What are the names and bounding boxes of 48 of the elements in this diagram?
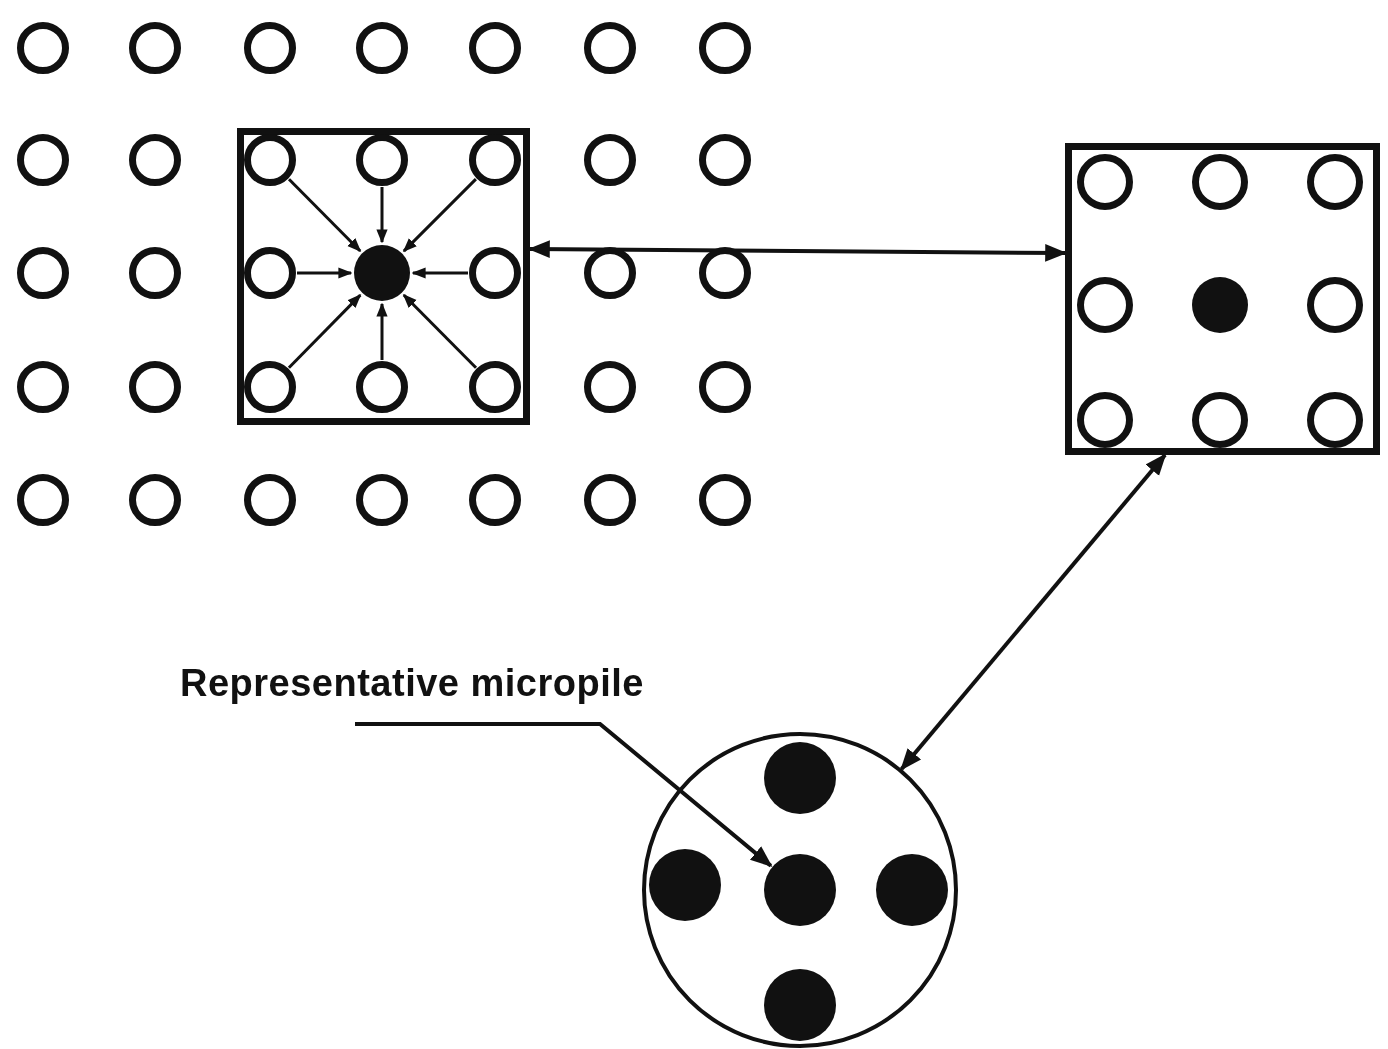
pile-circle [356,22,408,74]
pile-circle [1307,154,1363,210]
pile-circle [244,22,296,74]
pile-circle [17,247,69,299]
enlarged-view-circle [642,732,958,1048]
pile-circle [584,247,636,299]
pile-circle [17,474,69,526]
pile-circle [129,22,181,74]
pile-circle [244,134,296,186]
pile-circle [244,474,296,526]
pile-circle [1192,392,1248,448]
micropile-dot [354,245,410,301]
pile-circle [699,474,751,526]
pile-circle [699,134,751,186]
pile-circle [469,474,521,526]
pile-circle [699,22,751,74]
pile-circle [1077,154,1133,210]
pile-circle [584,22,636,74]
pile-circle [129,474,181,526]
callout-label: Representative micropile [180,662,644,705]
pile-circle [469,247,521,299]
pile-circle [356,134,408,186]
group-frame [237,128,530,425]
pile-circle [469,22,521,74]
pile-circle [699,247,751,299]
group-frame [1065,143,1380,455]
pile-circle [1307,392,1363,448]
pile-circle [584,134,636,186]
pile-circle [469,134,521,186]
pile-circle [17,134,69,186]
pile-circle [469,361,521,413]
pile-circle [584,361,636,413]
micropile-dot [1192,277,1248,333]
pile-circle [699,361,751,413]
pile-circle [356,474,408,526]
pile-circle [129,134,181,186]
pile-circle [244,361,296,413]
pile-circle [1077,277,1133,333]
pile-circle [1307,277,1363,333]
pile-circle [17,22,69,74]
pile-circle [584,474,636,526]
pile-circle [17,361,69,413]
pile-circle [356,361,408,413]
pile-circle [129,247,181,299]
pile-circle [1192,154,1248,210]
pile-circle [1077,392,1133,448]
pile-circle [244,247,296,299]
pile-circle [129,361,181,413]
